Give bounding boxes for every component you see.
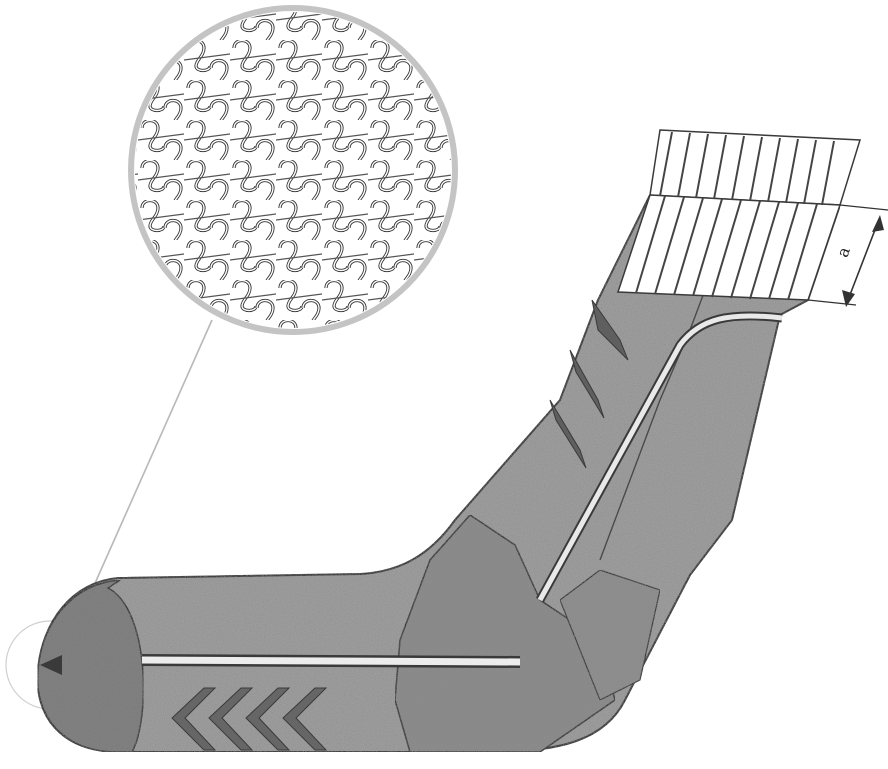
knit-loop-magnifier — [120, 0, 480, 340]
sock-cuff — [618, 130, 860, 300]
dimension-label: a — [833, 244, 854, 260]
leader-line — [92, 320, 212, 590]
knit-loops — [120, 0, 480, 340]
dimension-arrow — [848, 222, 878, 300]
